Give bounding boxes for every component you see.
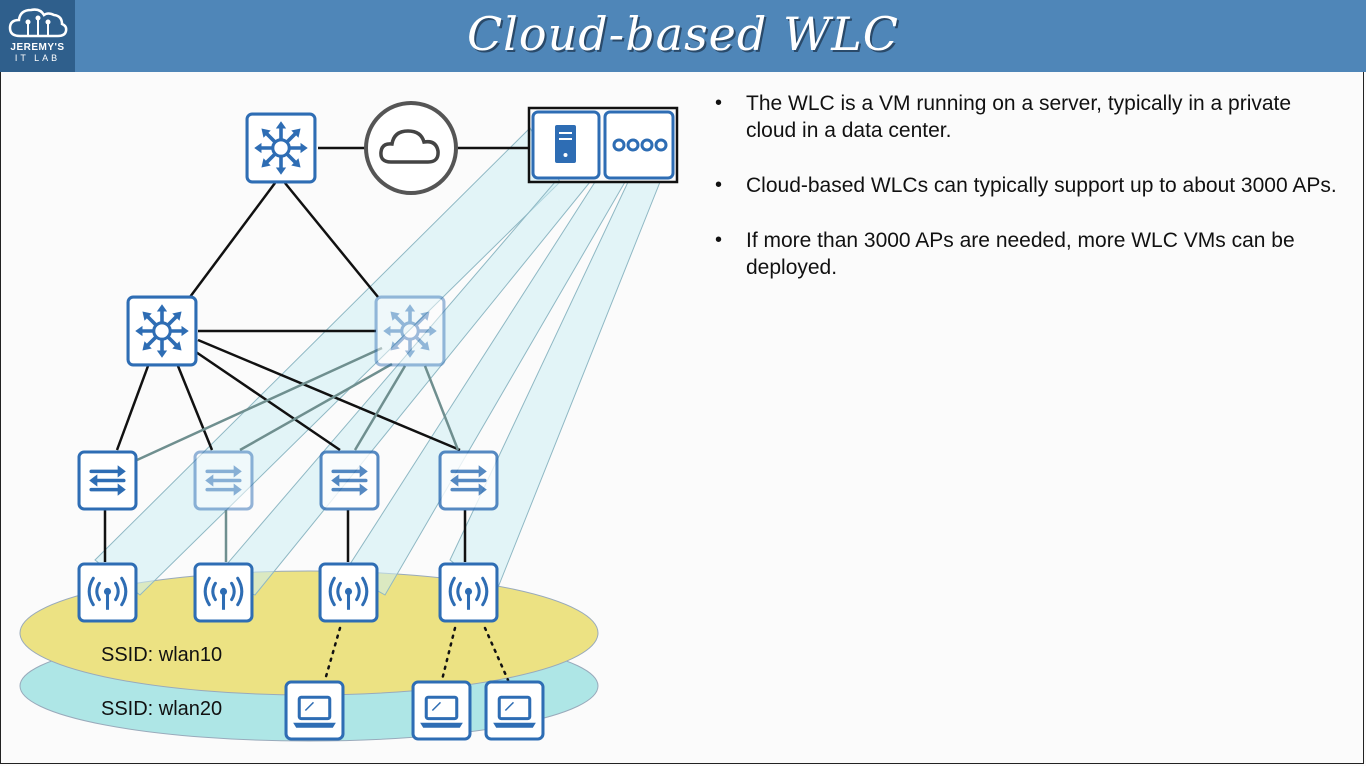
data-center-box xyxy=(527,106,679,184)
bullet-list: The WLC is a VM running on a server, typ… xyxy=(713,90,1343,309)
distribution-switch-1-icon xyxy=(126,295,198,367)
ssid-wlan10-label: SSID: wlan10 xyxy=(101,644,222,666)
content-frame xyxy=(0,72,1364,764)
network-links xyxy=(103,146,530,562)
access-point-2-icon xyxy=(193,562,254,623)
laptop-1-icon xyxy=(284,680,345,741)
access-point-1-icon xyxy=(77,562,138,623)
cloud-logo-icon xyxy=(8,8,68,38)
access-point-4-icon xyxy=(438,562,499,623)
cloud-icon xyxy=(364,101,458,195)
bullet-item: If more than 3000 APs are needed, more W… xyxy=(713,227,1343,281)
wlc-icon xyxy=(603,110,675,180)
network-links-secondary xyxy=(136,346,460,562)
access-switch-4-icon xyxy=(438,450,499,511)
logo-text-line2: IT LAB xyxy=(14,53,61,63)
page-title: Cloud-based WLC xyxy=(466,7,899,61)
laptop-3-icon xyxy=(484,680,545,741)
core-switch-icon xyxy=(245,112,317,184)
distribution-switch-2-icon xyxy=(374,295,446,367)
logo: JEREMY'S IT LAB xyxy=(0,0,75,72)
network-diagram: SSID: wlan10 SSID: wlan20 xyxy=(19,101,679,742)
ssid-wlan20-label: SSID: wlan20 xyxy=(101,698,222,720)
logo-text-line1: JEREMY'S xyxy=(10,42,65,53)
bullet-item: Cloud-based WLCs can typically support u… xyxy=(713,172,1343,199)
access-switch-1-icon xyxy=(77,450,138,511)
wireless-links xyxy=(323,626,510,682)
server-icon xyxy=(531,110,601,180)
access-switch-3-icon xyxy=(319,450,380,511)
title-bar: JEREMY'S IT LAB Cloud-based WLC xyxy=(0,0,1366,72)
laptop-2-icon xyxy=(411,680,472,741)
access-switch-2-icon xyxy=(193,450,254,511)
bullet-item: The WLC is a VM running on a server, typ… xyxy=(713,90,1343,144)
access-point-3-icon xyxy=(318,562,379,623)
